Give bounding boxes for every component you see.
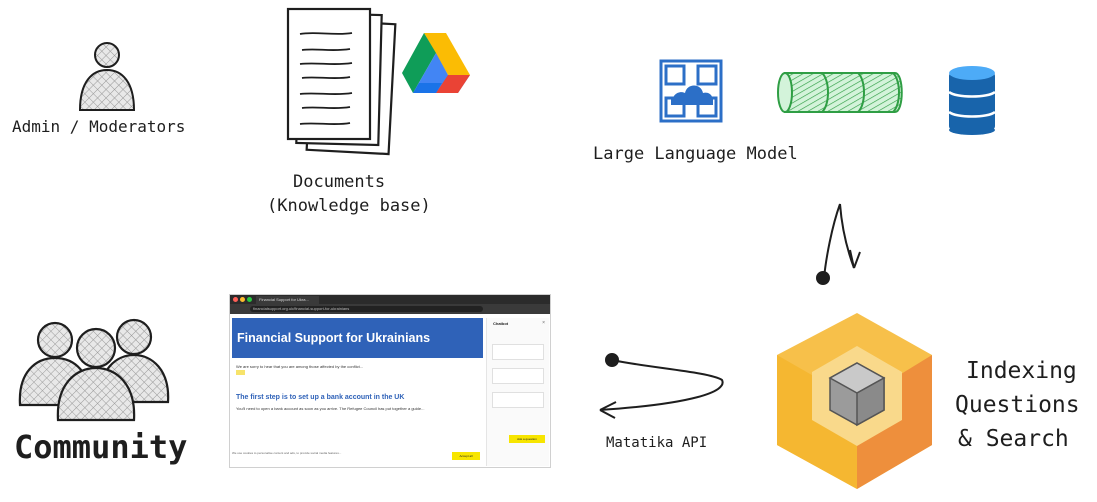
intro-paragraph-2 (236, 370, 481, 375)
api-arrow (599, 353, 724, 419)
page-content: Financial Support for Ukrainians We are … (230, 314, 550, 467)
cylinder-icon (777, 72, 903, 113)
browser-tab[interactable]: Financial Support for Ukra... (256, 296, 319, 304)
chat-item[interactable] (492, 392, 544, 408)
cube-icon (777, 313, 932, 489)
community-label: Community (14, 428, 188, 466)
browser-url-bar: financialsupport.org.uk/financial-suppor… (230, 304, 550, 314)
accept-cookies-button[interactable]: Accept all (452, 452, 480, 460)
google-drive-icon (402, 33, 470, 93)
admin-person-icon (78, 42, 136, 111)
indexing-label-line2: Questions (955, 392, 1080, 418)
highlight-mark (236, 370, 245, 375)
chat-item[interactable] (492, 368, 544, 384)
website-screenshot: Financial Support for Ukra... financials… (229, 294, 551, 468)
chat-item[interactable] (492, 344, 544, 360)
indexing-label-line3: & Search (958, 426, 1069, 452)
documents-icon (286, 7, 397, 156)
minimize-dot-icon[interactable] (240, 297, 245, 302)
documents-label-line1: Documents (293, 172, 386, 192)
body-paragraph: You'll need to open a bank account as so… (236, 406, 425, 411)
chat-panel: Chatbot × Ask a question (486, 318, 549, 466)
database-icon (948, 66, 996, 135)
ask-question-button[interactable]: Ask a question (509, 435, 545, 443)
page-heading: Financial Support for Ukrainians (232, 318, 483, 358)
community-icon (18, 318, 170, 422)
indexing-label-line1: Indexing (966, 358, 1077, 384)
section-heading: The first step is to set up a bank accou… (236, 394, 405, 401)
url-input[interactable]: financialsupport.org.uk/financial-suppor… (250, 306, 483, 312)
intro-paragraph: We are sorry to hear that you are among … (236, 364, 364, 369)
close-icon[interactable]: × (542, 320, 545, 326)
admin-label: Admin / Moderators (12, 117, 186, 136)
documents-label-line2: (Knowledge base) (267, 196, 431, 216)
llm-to-index-arrow (816, 203, 861, 285)
matatika-api-label: Matatika API (606, 435, 708, 451)
llm-label: Large Language Model (593, 144, 798, 164)
close-dot-icon[interactable] (233, 297, 238, 302)
maximize-dot-icon[interactable] (247, 297, 252, 302)
azure-cognitive-icon (659, 59, 723, 123)
cookie-text: We use cookies to personalise content an… (232, 451, 342, 455)
browser-tab-bar: Financial Support for Ukra... (230, 295, 550, 304)
chat-title: Chatbot (493, 321, 509, 326)
